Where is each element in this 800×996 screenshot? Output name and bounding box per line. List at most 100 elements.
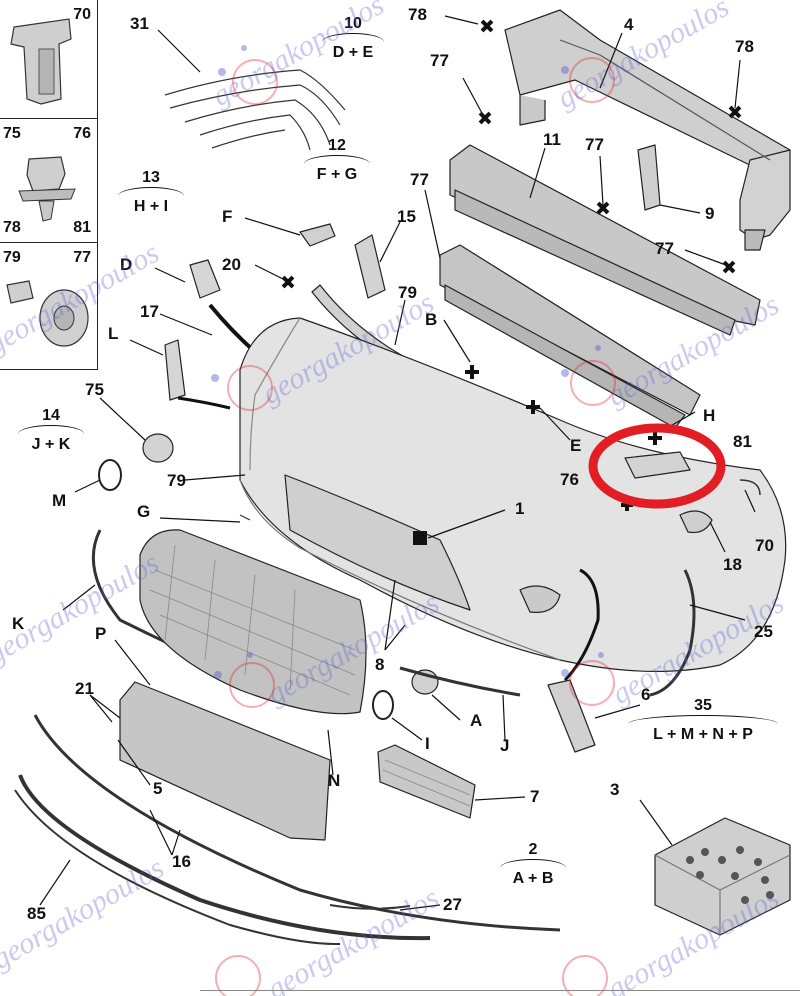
group-35-number: 35 xyxy=(694,697,712,714)
callout-85: 3 xyxy=(610,780,620,799)
legend-cell-3-top-right: 77 xyxy=(73,249,91,266)
callout-17: 79 xyxy=(398,283,417,302)
leader-lines xyxy=(39,15,756,911)
callout-i: A xyxy=(470,711,483,730)
callout-15: 77 xyxy=(410,170,429,189)
part-f-bracket xyxy=(354,234,386,299)
part-3-lower-strip xyxy=(33,714,561,932)
group-2-brace xyxy=(500,859,566,868)
group-14-formula: J + K xyxy=(31,436,71,453)
part-k-ring xyxy=(98,459,122,491)
part-31-trim-strips xyxy=(164,69,346,151)
part-m-strip xyxy=(239,514,251,521)
part-18-clip xyxy=(739,479,761,496)
legend-cell-1: 70 xyxy=(0,0,98,120)
group-13-number: 13 xyxy=(142,169,160,186)
callout-70: 1 xyxy=(515,499,525,518)
part-15-lower-absorber xyxy=(439,244,701,429)
legend-cell-2: 75 76 78 81 xyxy=(0,118,98,244)
group-14-number: 14 xyxy=(42,407,60,424)
callout-16: 7 xyxy=(530,787,540,806)
watermark-dots xyxy=(211,45,604,679)
group-13: 13 H + I xyxy=(118,170,184,215)
callout-3: 16 xyxy=(172,852,191,871)
callout-78: 78 xyxy=(408,5,427,24)
part-p-trim xyxy=(649,569,696,697)
callout-27: 85 xyxy=(27,904,46,923)
part-g-bracket xyxy=(679,510,713,534)
part-d-clip xyxy=(299,223,336,247)
part-27-spoiler xyxy=(18,774,431,941)
part-26-clip xyxy=(329,904,411,910)
part-a-side-bracket xyxy=(547,679,596,753)
part-j-ring xyxy=(372,690,394,720)
group-35-brace xyxy=(628,715,778,724)
callout-h: 75 xyxy=(85,380,104,399)
callout-77: 77 xyxy=(430,51,449,70)
callout-26: 27 xyxy=(443,895,462,914)
group-12-formula: F + G xyxy=(316,166,358,183)
legend-cell-2-bottom-left: 78 xyxy=(3,219,21,236)
legend-cell-3-top-left: 79 xyxy=(3,249,21,266)
legend-cell-1-top-right: 70 xyxy=(73,6,91,23)
callout-p: 25 xyxy=(754,622,773,641)
legend-cell-3: 79 77 xyxy=(0,242,98,370)
callout-77: 77 xyxy=(585,135,604,154)
part-16-grille-insert xyxy=(377,744,476,819)
callout-21: 8 xyxy=(375,655,385,674)
group-10-formula: D + E xyxy=(332,44,374,61)
callout-20: D xyxy=(120,255,133,274)
watermark-logos xyxy=(215,57,616,996)
callout-1: 79 xyxy=(167,471,186,490)
highlight-ring xyxy=(588,423,726,509)
group-14: 14 J + K xyxy=(18,408,84,453)
part-n-strip xyxy=(399,666,521,697)
callout-7: 5 xyxy=(153,779,163,798)
callout-4: 4 xyxy=(624,15,634,34)
group-13-brace xyxy=(118,187,184,196)
part-5-lower-grille xyxy=(119,681,331,841)
part-85-fixing-kit xyxy=(654,817,791,936)
group-10-brace xyxy=(322,33,384,42)
legend-nut-icon xyxy=(6,280,89,347)
legend-screw-icon xyxy=(18,156,76,222)
group-2-formula: A + B xyxy=(512,870,554,887)
callout-25: K xyxy=(12,614,25,633)
callout-n: J xyxy=(500,736,510,755)
callout-79: 20 xyxy=(222,255,241,274)
callout-b: L xyxy=(108,324,119,343)
part-1-bumper-cover xyxy=(239,317,787,682)
part-27-spoiler-lower-edge xyxy=(14,789,341,946)
callout-9: 9 xyxy=(705,204,715,223)
callout-11: 11 xyxy=(543,130,561,149)
legend-cell-2-bottom-right: 81 xyxy=(73,219,91,236)
callout-75: B xyxy=(425,310,438,329)
callout-5: N xyxy=(328,771,341,790)
legend-clip-icon xyxy=(10,18,72,105)
legend-cell-2-top-right: 76 xyxy=(73,125,91,142)
legend-cell-2-top-left: 75 xyxy=(3,125,21,142)
callout-g: 18 xyxy=(723,555,742,574)
group-10-number: 10 xyxy=(344,15,362,32)
callout-e: 81 xyxy=(733,432,752,451)
callout-6: 21 xyxy=(75,679,94,698)
group-12-number: 12 xyxy=(328,137,346,154)
callout-l: 17 xyxy=(140,302,159,321)
callout-76: E xyxy=(570,436,582,455)
callout-78: 78 xyxy=(735,37,754,56)
callout-77: 77 xyxy=(655,239,674,258)
group-12-brace xyxy=(304,155,370,164)
part-b-side-piece xyxy=(164,339,231,410)
fastener-marks xyxy=(281,19,742,545)
part-8-grille xyxy=(139,529,367,715)
callout-81: H xyxy=(703,406,716,425)
callout-j: I xyxy=(425,734,430,753)
callout-79: 76 xyxy=(560,470,579,489)
group-14-brace xyxy=(18,425,84,434)
callout-d: F xyxy=(222,207,233,226)
part-9-bracket xyxy=(637,144,661,211)
part-4-reinforcement-beam xyxy=(504,9,791,251)
part-11-absorber xyxy=(449,144,761,336)
